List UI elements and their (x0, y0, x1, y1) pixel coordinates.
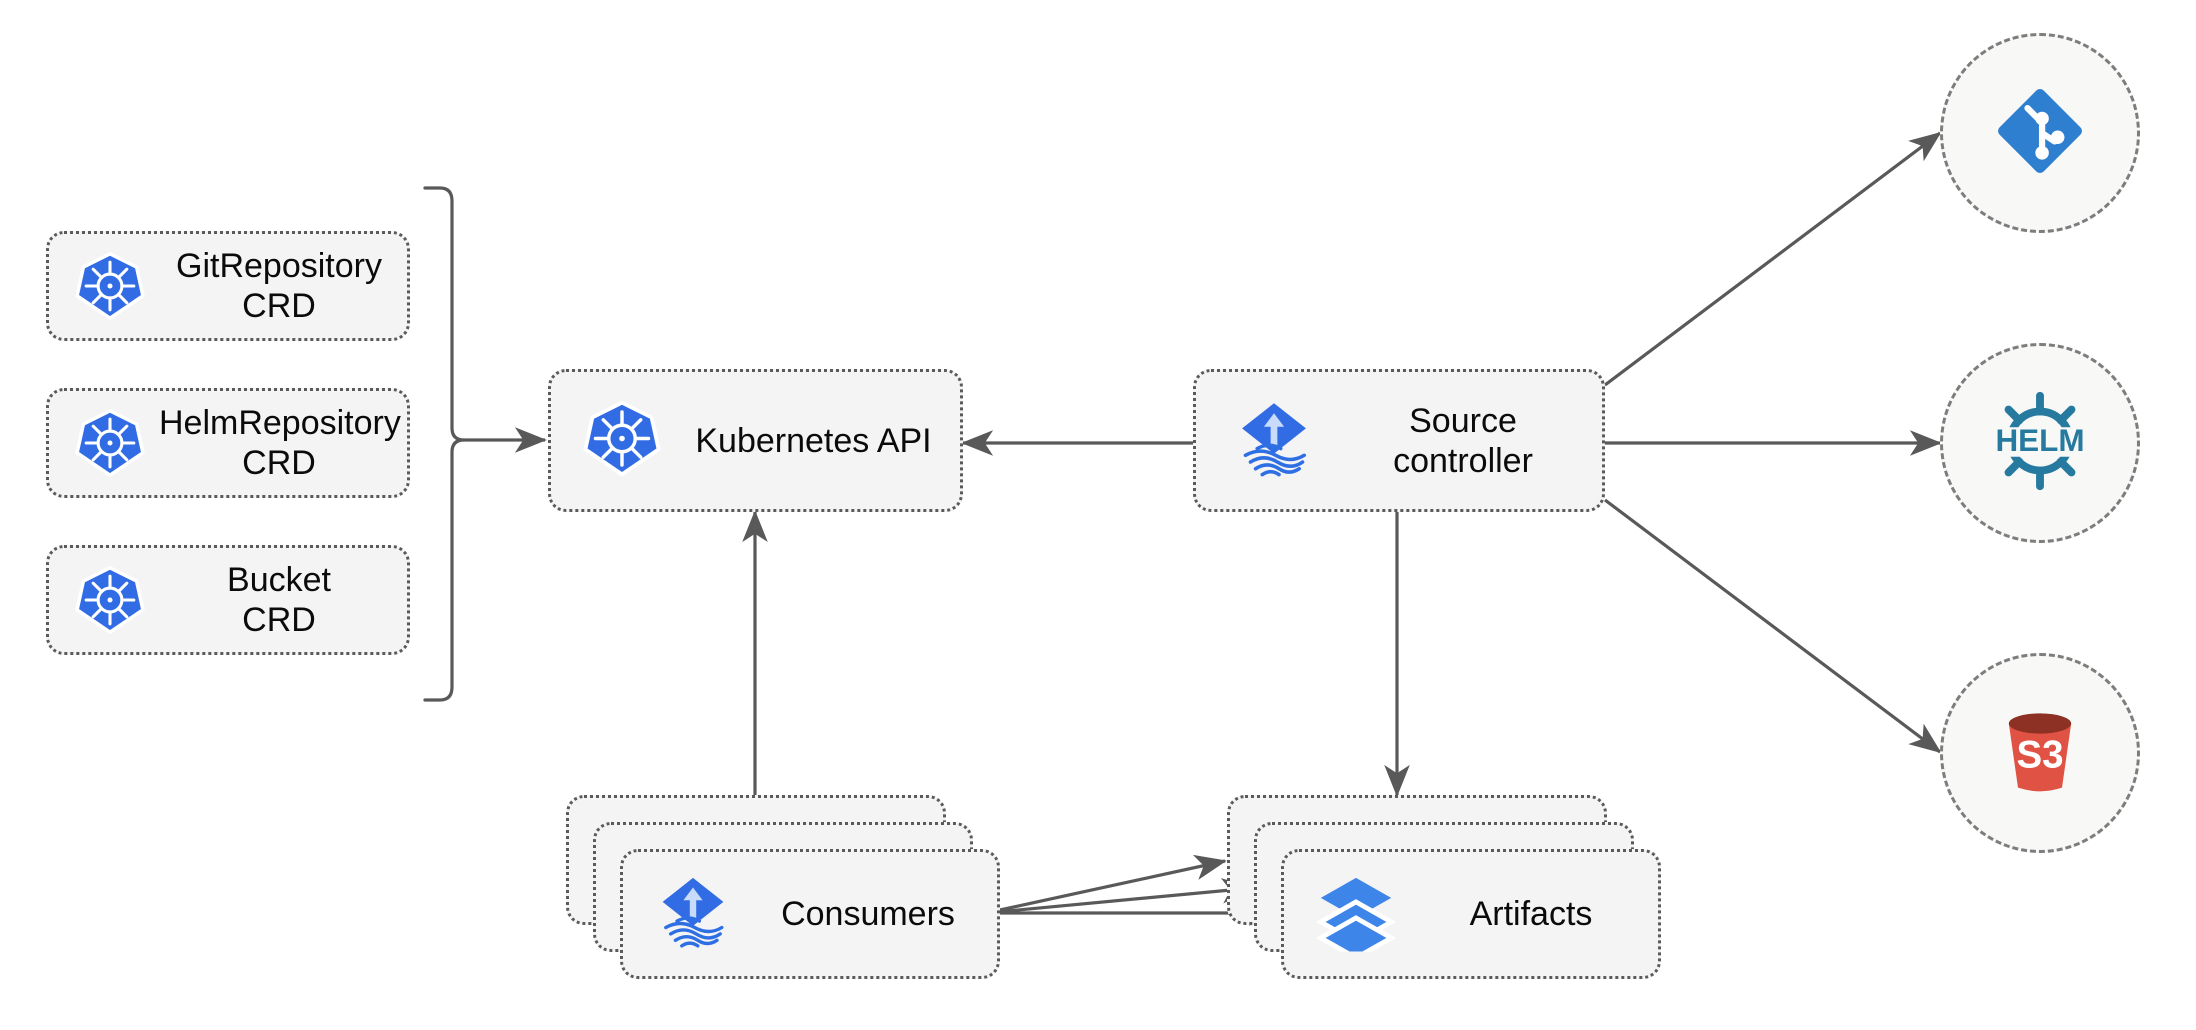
flux-icon (1232, 396, 1316, 485)
edge-consumers-to-artifacts-1 (985, 854, 1227, 915)
edge-source-controller-to-git (1604, 131, 1942, 387)
crd-label: GitRepository CRD (176, 246, 382, 325)
node-kubernetes-api[interactable]: Kubernetes API (548, 369, 963, 512)
node-label: Consumers (781, 894, 955, 933)
helm-label: HELM (1995, 422, 2084, 457)
endpoint-s3[interactable]: S3 (1940, 653, 2140, 853)
crd-card-bucket[interactable]: Bucket CRD (46, 545, 410, 655)
endpoint-helm[interactable]: HELM (1940, 343, 2140, 543)
kubernetes-icon (583, 399, 661, 482)
s3-icon: S3 (1985, 696, 2095, 811)
crd-card-helmrepository[interactable]: HelmRepository CRD (46, 388, 410, 498)
node-label: Source controller (1393, 401, 1533, 480)
crd-card-gitrepository[interactable]: GitRepository CRD (46, 231, 410, 341)
kubernetes-icon (75, 251, 145, 321)
crd-label: Bucket CRD (227, 560, 331, 639)
node-source-controller[interactable]: Source controller (1193, 369, 1605, 512)
helm-icon: HELM (1981, 382, 2099, 505)
node-label: Kubernetes API (695, 421, 932, 460)
git-icon (1988, 79, 2092, 188)
kubernetes-icon (75, 565, 145, 635)
node-artifacts[interactable]: Artifacts (1281, 849, 1661, 979)
edge-source-controller-to-s3 (1604, 498, 1942, 754)
layers-icon (1315, 872, 1397, 961)
edge-consumers-to-artifacts-2 (985, 878, 1254, 915)
crd-label: HelmRepository CRD (159, 403, 401, 482)
node-consumers[interactable]: Consumers (620, 849, 1000, 979)
s3-label: S3 (2016, 733, 2063, 776)
node-label: Artifacts (1469, 894, 1593, 933)
flux-icon (653, 872, 733, 957)
kubernetes-icon (75, 408, 145, 478)
crd-group-brace (423, 186, 465, 702)
endpoint-git[interactable] (1940, 33, 2140, 233)
